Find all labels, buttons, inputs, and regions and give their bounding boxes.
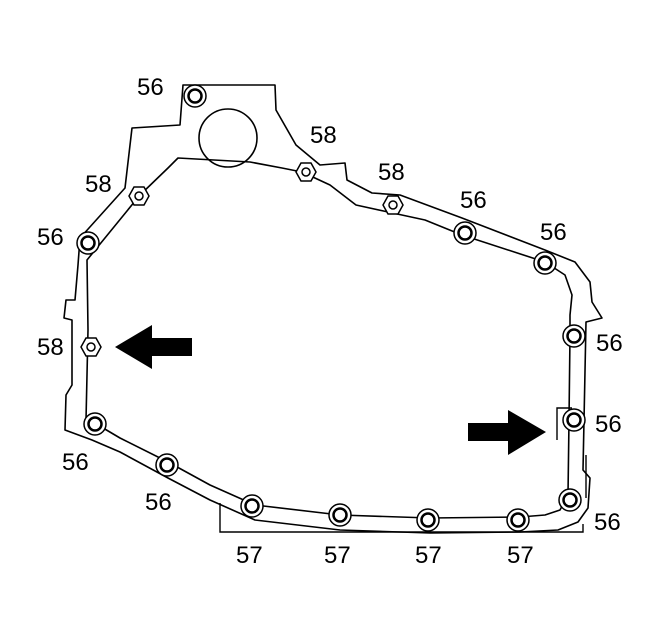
callout-label: 56 — [595, 411, 622, 438]
bolt-56-left-upper — [76, 231, 100, 255]
callout-label: 57 — [415, 542, 442, 569]
bolt-56-right-lower — [558, 488, 582, 512]
bolt-57-4 — [506, 508, 530, 532]
callout-label: 58 — [310, 122, 337, 149]
bolt-56-bottom-left — [155, 453, 179, 477]
callout-label: 56 — [460, 187, 487, 214]
callout-label: 57 — [236, 542, 263, 569]
bolt-56-right-upper — [562, 324, 586, 348]
bolt-58-top-right — [382, 195, 404, 215]
gasket-circular-opening — [198, 108, 258, 168]
right-pointing-arrow — [468, 410, 546, 455]
callout-label: 58 — [37, 334, 64, 361]
bolt-56-top-right-2 — [533, 251, 557, 275]
bolt-57-2 — [328, 503, 352, 527]
callout-label: 56 — [594, 509, 621, 536]
callout-labels: 56 58 58 58 56 56 56 56 58 56 56 56 56 5… — [37, 74, 623, 569]
bolt-57-1 — [240, 494, 264, 518]
bolt-56-top-right-1 — [453, 221, 477, 245]
bolt-56-right-middle — [562, 408, 586, 432]
callout-label: 56 — [37, 224, 64, 251]
callout-label: 57 — [507, 542, 534, 569]
callout-label: 56 — [62, 449, 89, 476]
bolt-57-3 — [416, 508, 440, 532]
bolt-58-top-center — [295, 162, 317, 182]
bolt-58-upper-left — [128, 186, 150, 206]
callout-label: 56 — [540, 219, 567, 246]
bottom-reference-line — [219, 503, 584, 533]
bolt-58-left-middle — [80, 337, 102, 357]
callout-label: 57 — [324, 542, 351, 569]
callout-label: 56 — [596, 330, 623, 357]
callout-label: 56 — [137, 74, 164, 101]
round-bolts — [76, 84, 586, 532]
callout-label: 56 — [145, 489, 172, 516]
gasket-outer-outline — [63, 84, 603, 534]
left-pointing-arrow — [115, 325, 192, 369]
bolt-56-top — [183, 84, 207, 108]
hex-bolts — [80, 162, 404, 357]
bolt-56-left-lower — [83, 412, 107, 436]
callout-label: 58 — [85, 171, 112, 198]
right-reference-line — [556, 407, 572, 440]
callout-label: 58 — [378, 159, 405, 186]
